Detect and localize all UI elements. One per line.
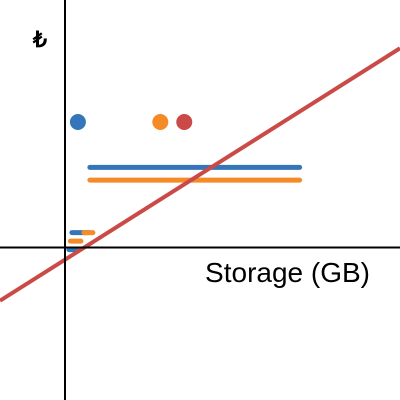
- data-point-2: [176, 113, 193, 130]
- trend-line: [0, 46, 400, 303]
- x-axis-label: Storage (GB): [205, 257, 370, 288]
- y-axis-label: ₺: [32, 27, 47, 52]
- data-point-0: [69, 113, 86, 130]
- data-point-1: [152, 113, 169, 130]
- plot-area: [0, 46, 400, 303]
